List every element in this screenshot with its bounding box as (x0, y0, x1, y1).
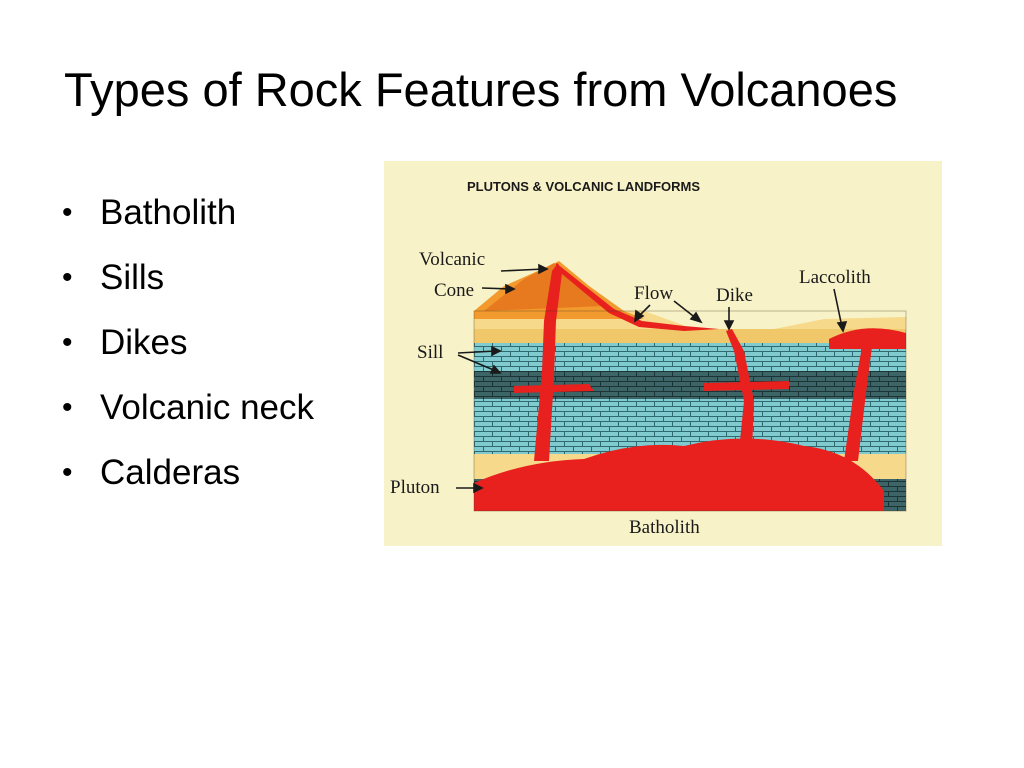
bullet-text: Volcanic neck (100, 388, 315, 427)
volcanic-cone (484, 263, 604, 311)
bullet-item: • Volcanic neck (62, 385, 314, 450)
label-batholith: Batholith (629, 517, 700, 538)
bullet-icon: • (62, 326, 73, 359)
sill (514, 384, 594, 393)
plutons-diagram: PLUTONS & VOLCANIC LANDFORMS Volcanic Co… (384, 161, 942, 546)
bullet-list: •Batholith •Sills •Dikes •Volcanic neck … (62, 190, 314, 515)
sill (704, 381, 789, 391)
batholith (474, 438, 884, 511)
label-laccolith: Laccolith (799, 267, 871, 288)
dike (844, 347, 872, 461)
bullet-icon: • (62, 261, 73, 294)
dike (534, 263, 562, 461)
sandstone-layer (474, 329, 906, 343)
label-sill: Sill (417, 342, 443, 363)
bullet-icon: • (62, 196, 73, 229)
label-pluton: Pluton (390, 477, 440, 498)
label-volcanic: Volcanic (419, 249, 485, 270)
bullet-text: Batholith (100, 193, 237, 232)
dike (726, 329, 754, 451)
bullet-text: Dikes (100, 323, 188, 362)
bullet-item: • Dikes (62, 320, 314, 385)
bullet-item: • Sills (62, 255, 314, 320)
bullet-icon: • (62, 456, 73, 489)
label-dike: Dike (716, 285, 753, 306)
bullet-item: • Calderas (62, 450, 314, 515)
strata-frame (473, 310, 907, 512)
bullet-icon: • (62, 391, 73, 424)
shale-layer (474, 371, 906, 399)
laccolith (829, 328, 906, 349)
bullet-item: • Batholith (62, 190, 314, 255)
bullet-text: Calderas (100, 453, 241, 492)
slide-title: Types of Rock Features from Volcanoes (64, 63, 898, 116)
diagram-heading: PLUTONS & VOLCANIC LANDFORMS (467, 179, 700, 194)
label-cone: Cone (434, 280, 474, 301)
leader-arrows (456, 263, 848, 494)
label-flow: Flow (634, 283, 673, 304)
bullet-text: Sills (100, 258, 165, 297)
